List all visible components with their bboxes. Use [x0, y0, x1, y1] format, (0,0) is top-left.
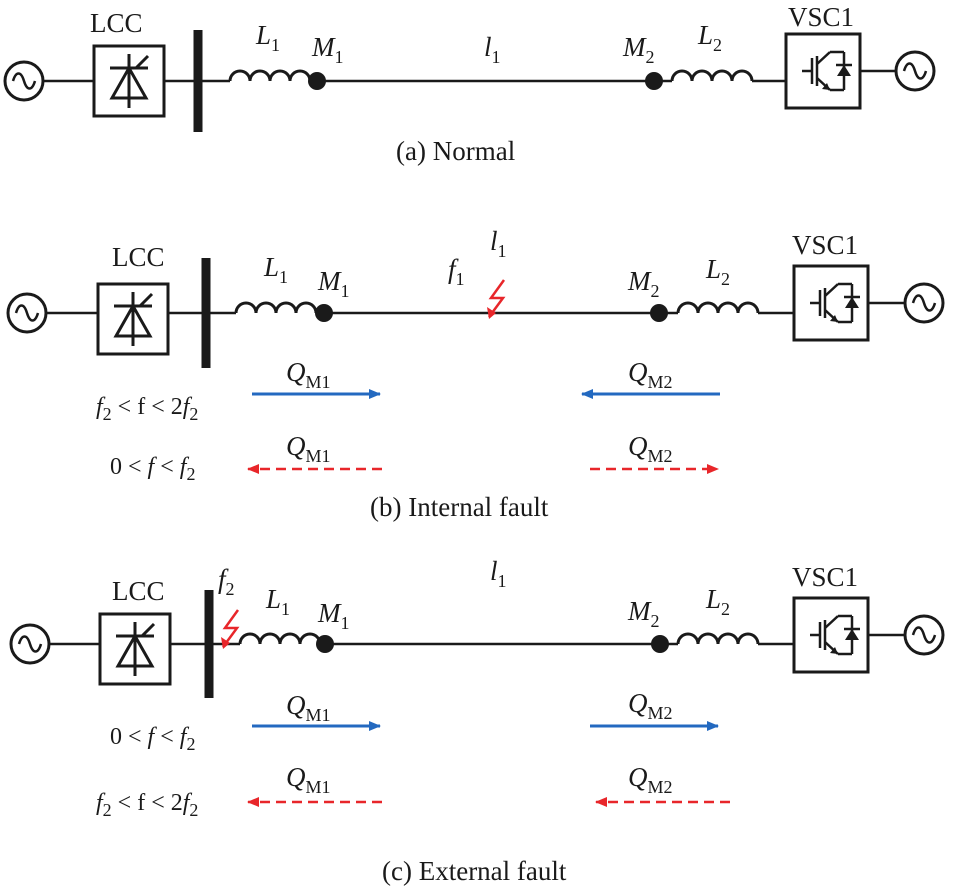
ac-source-right-icon [894, 50, 936, 92]
lcc-label: LCC [90, 8, 143, 38]
vsc-converter-icon [784, 32, 862, 110]
vsc-converter-icon [792, 596, 870, 674]
row2-condition: 0 < f < f2 [110, 454, 195, 484]
vsc-label: VSC1 [792, 562, 858, 592]
lcc-converter-icon [96, 282, 170, 356]
m1-label: M1 [311, 32, 344, 67]
q-m1-label: QM1 [286, 762, 331, 797]
l1-label: L1 [265, 584, 290, 619]
q-m2-label: QM2 [628, 357, 673, 392]
row1-condition: f2 < f < 2f2 [96, 394, 198, 424]
line-l1-label: l1 [490, 556, 507, 591]
measurement-point-m1 [316, 635, 334, 653]
ac-source-left-icon [9, 623, 51, 665]
m1-label: M1 [317, 598, 350, 633]
line-l1-label: l1 [490, 226, 507, 261]
caption-a: (a) Normal [396, 136, 515, 166]
lcc-converter-icon [92, 44, 166, 118]
inductor-l1-icon [234, 301, 318, 314]
lcc-label: LCC [112, 576, 165, 606]
l1-label: L1 [263, 252, 288, 287]
line-l1-label: l1 [484, 32, 501, 67]
q-m2-label: QM2 [628, 431, 673, 466]
inductor-l1-icon [228, 69, 312, 82]
caption-b: (b) Internal fault [370, 492, 549, 522]
panel-c: LCC f2 L1 M1 l1 M2 L2 VSC1 0 < f < f2 QM… [9, 556, 945, 886]
ac-source-left-icon [6, 292, 48, 334]
ac-source-right-icon [903, 282, 945, 324]
m2-label: M2 [622, 32, 655, 67]
fault-f1-label: f1 [448, 254, 465, 289]
measurement-point-m1 [315, 304, 333, 322]
inductor-l2-icon [670, 69, 754, 82]
vsc-converter-icon [792, 264, 870, 342]
lcc-converter-icon [98, 612, 172, 686]
fault-f2-label: f2 [218, 564, 235, 599]
l2-label: L2 [705, 584, 730, 619]
inductor-l1-icon [238, 632, 322, 645]
inductor-l2-icon [676, 632, 760, 645]
vsc-label: VSC1 [788, 2, 854, 32]
panel-b: LCC L1 M1 l1 f1 M2 L2 VSC1 f2 < f < 2f2 … [6, 226, 945, 522]
m2-label: M2 [627, 596, 660, 631]
l1-label: L1 [255, 20, 280, 55]
m2-label: M2 [627, 266, 660, 301]
lcc-label: LCC [112, 242, 165, 272]
l2-label: L2 [697, 20, 722, 55]
q-m2-label: QM2 [628, 688, 673, 723]
row1-condition: 0 < f < f2 [110, 724, 195, 754]
q-m2-label: QM2 [628, 762, 673, 797]
inductor-l2-icon [676, 301, 760, 314]
m1-label: M1 [317, 266, 350, 301]
caption-c: (c) External fault [382, 856, 567, 886]
q-m1-label: QM1 [286, 431, 331, 466]
measurement-point-m1 [308, 72, 326, 90]
l2-label: L2 [705, 254, 730, 289]
q-m1-label: QM1 [286, 357, 331, 392]
row2-condition: f2 < f < 2f2 [96, 790, 198, 820]
ac-source-right-icon [903, 614, 945, 656]
q-m1-label: QM1 [286, 690, 331, 725]
panel-a: LCC L1 M1 l1 M2 L2 VSC1 (a) Normal [3, 2, 936, 166]
vsc-label: VSC1 [792, 230, 858, 260]
ac-source-left-icon [3, 60, 45, 102]
